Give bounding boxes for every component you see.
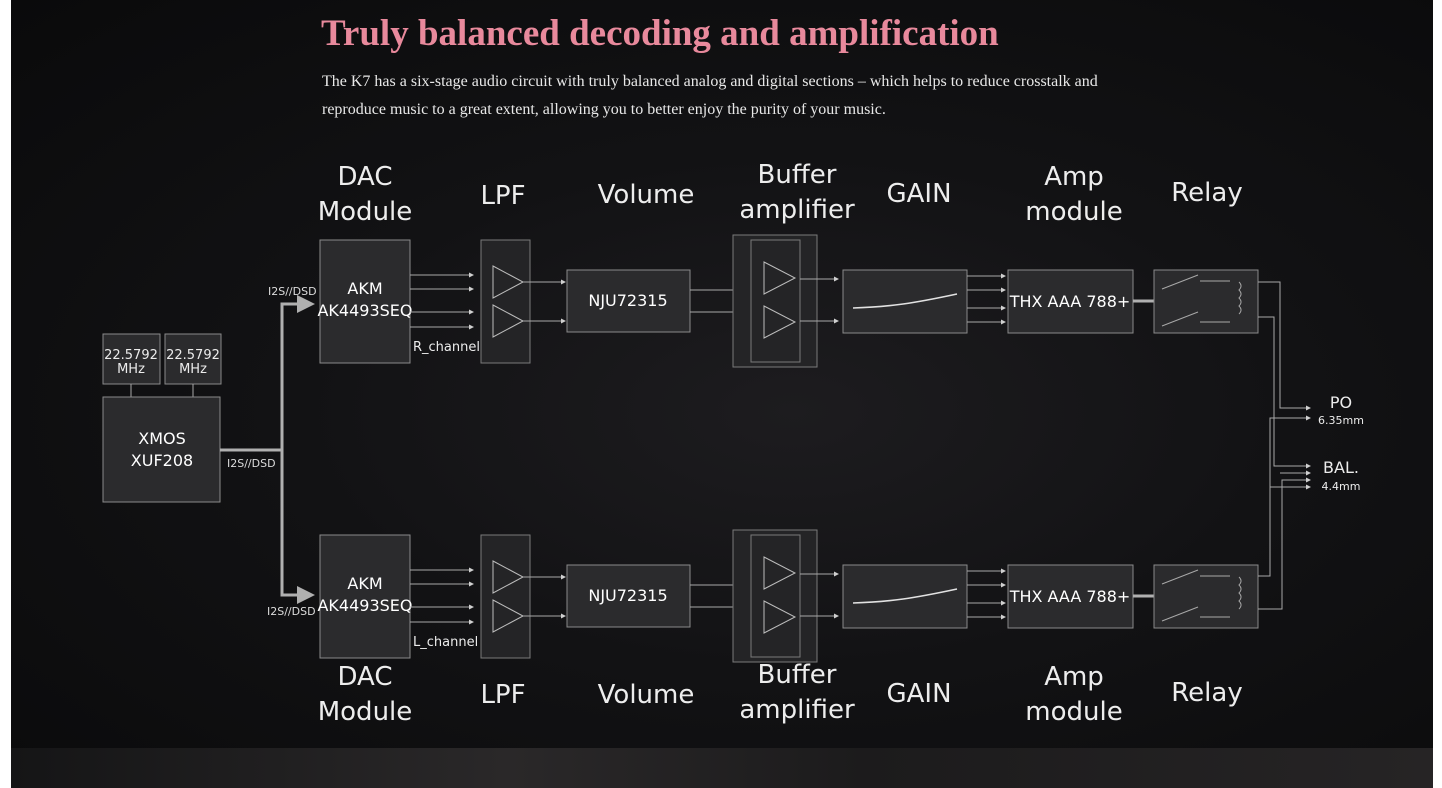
label-gain-top: GAIN [886,179,951,209]
label-buffer-top-2: amplifier [739,195,855,225]
svg-text:THX AAA 788+: THX AAA 788+ [1009,587,1131,606]
output-balanced: BAL. 4.4mm [1322,458,1361,493]
amp-module-top: THX AAA 788+ [1007,269,1134,334]
volume-block-top: NJU72315 [566,269,691,333]
svg-text:PO: PO [1330,393,1352,412]
xmos-controller-block: XMOS XUF208 [102,396,221,503]
signal-label-bottom: I2S//DSD [267,605,316,618]
volume-block-bottom: NJU72315 [566,564,691,628]
label-amp-bottom-1: Amp [1044,662,1104,692]
signal-label-top: I2S//DSD [268,285,317,298]
svg-text:MHz: MHz [117,362,145,377]
svg-text:22.5792: 22.5792 [104,348,158,363]
svg-text:22.5792: 22.5792 [166,348,220,363]
svg-text:NJU72315: NJU72315 [588,586,667,605]
svg-text:BAL.: BAL. [1323,458,1359,477]
svg-text:THX AAA 788+: THX AAA 788+ [1009,292,1131,311]
label-lpf-bottom: LPF [480,680,525,710]
gain-block-bottom [842,564,968,629]
svg-text:4.4mm: 4.4mm [1322,480,1361,493]
svg-text:AK4493SEQ: AK4493SEQ [317,301,412,320]
svg-text:MHz: MHz [179,362,207,377]
label-gain-bottom: GAIN [886,679,951,709]
svg-text:6.35mm: 6.35mm [1318,414,1364,427]
label-dac-top-1: DAC [337,162,392,192]
lpf-block-top [480,239,531,364]
dac-module-bottom: AKM AK4493SEQ [317,534,413,659]
output-routing-wires [1258,281,1311,610]
relay-block-bottom [1153,564,1259,629]
svg-text:XMOS: XMOS [138,429,186,448]
svg-text:AKM: AKM [347,279,382,298]
label-buffer-bottom-1: Buffer [758,660,837,690]
channel-label-left: L_channel [413,635,478,650]
buffer-amplifier-top [732,234,818,368]
label-dac-bottom-2: Module [318,697,413,727]
label-amp-bottom-2: module [1025,697,1122,727]
label-lpf-top: LPF [480,181,525,211]
relay-block-top [1153,269,1259,334]
svg-text:XUF208: XUF208 [131,451,193,470]
label-volume-bottom: Volume [598,680,695,710]
dac-module-top: AKM AK4493SEQ [317,239,413,364]
label-buffer-top-1: Buffer [758,160,837,190]
gain-block-top [842,269,968,334]
label-dac-bottom-1: DAC [337,662,392,692]
output-po: PO 6.35mm [1318,393,1364,427]
section-description: The K7 has a six-stage audio circuit wit… [322,73,1098,118]
lpf-block-bottom [480,534,531,659]
clock-block-1: 22.5792 MHz [102,333,161,385]
clock-block-2: 22.5792 MHz [164,333,222,385]
dac-to-lpf-wires-top [410,272,474,330]
bottom-image-strip [11,748,1433,788]
label-volume-top: Volume [598,180,695,210]
svg-text:NJU72315: NJU72315 [588,291,667,310]
label-relay-top: Relay [1171,178,1242,208]
gain-to-amp-wires-bottom [967,568,1006,620]
stage-labels-top: DAC Module LPF Volume Buffer amplifier G… [318,160,1243,227]
signal-label-middle: I2S//DSD [227,457,276,470]
svg-text:AK4493SEQ: AK4493SEQ [317,596,412,615]
label-amp-top-1: Amp [1044,162,1104,192]
buffer-amplifier-bottom [732,529,818,663]
stage-labels-bottom: DAC Module LPF Volume Buffer amplifier G… [318,660,1243,727]
label-amp-top-2: module [1025,197,1122,227]
section-title: Truly balanced decoding and amplificatio… [321,13,999,54]
label-buffer-bottom-2: amplifier [739,695,855,725]
gain-to-amp-wires-top [967,273,1006,325]
label-relay-bottom: Relay [1171,678,1242,708]
label-dac-top-2: Module [318,197,413,227]
svg-text:AKM: AKM [347,574,382,593]
amp-module-bottom: THX AAA 788+ [1007,564,1134,629]
dac-to-lpf-wires-bottom [410,567,474,625]
channel-label-right: R_channel [413,340,480,355]
